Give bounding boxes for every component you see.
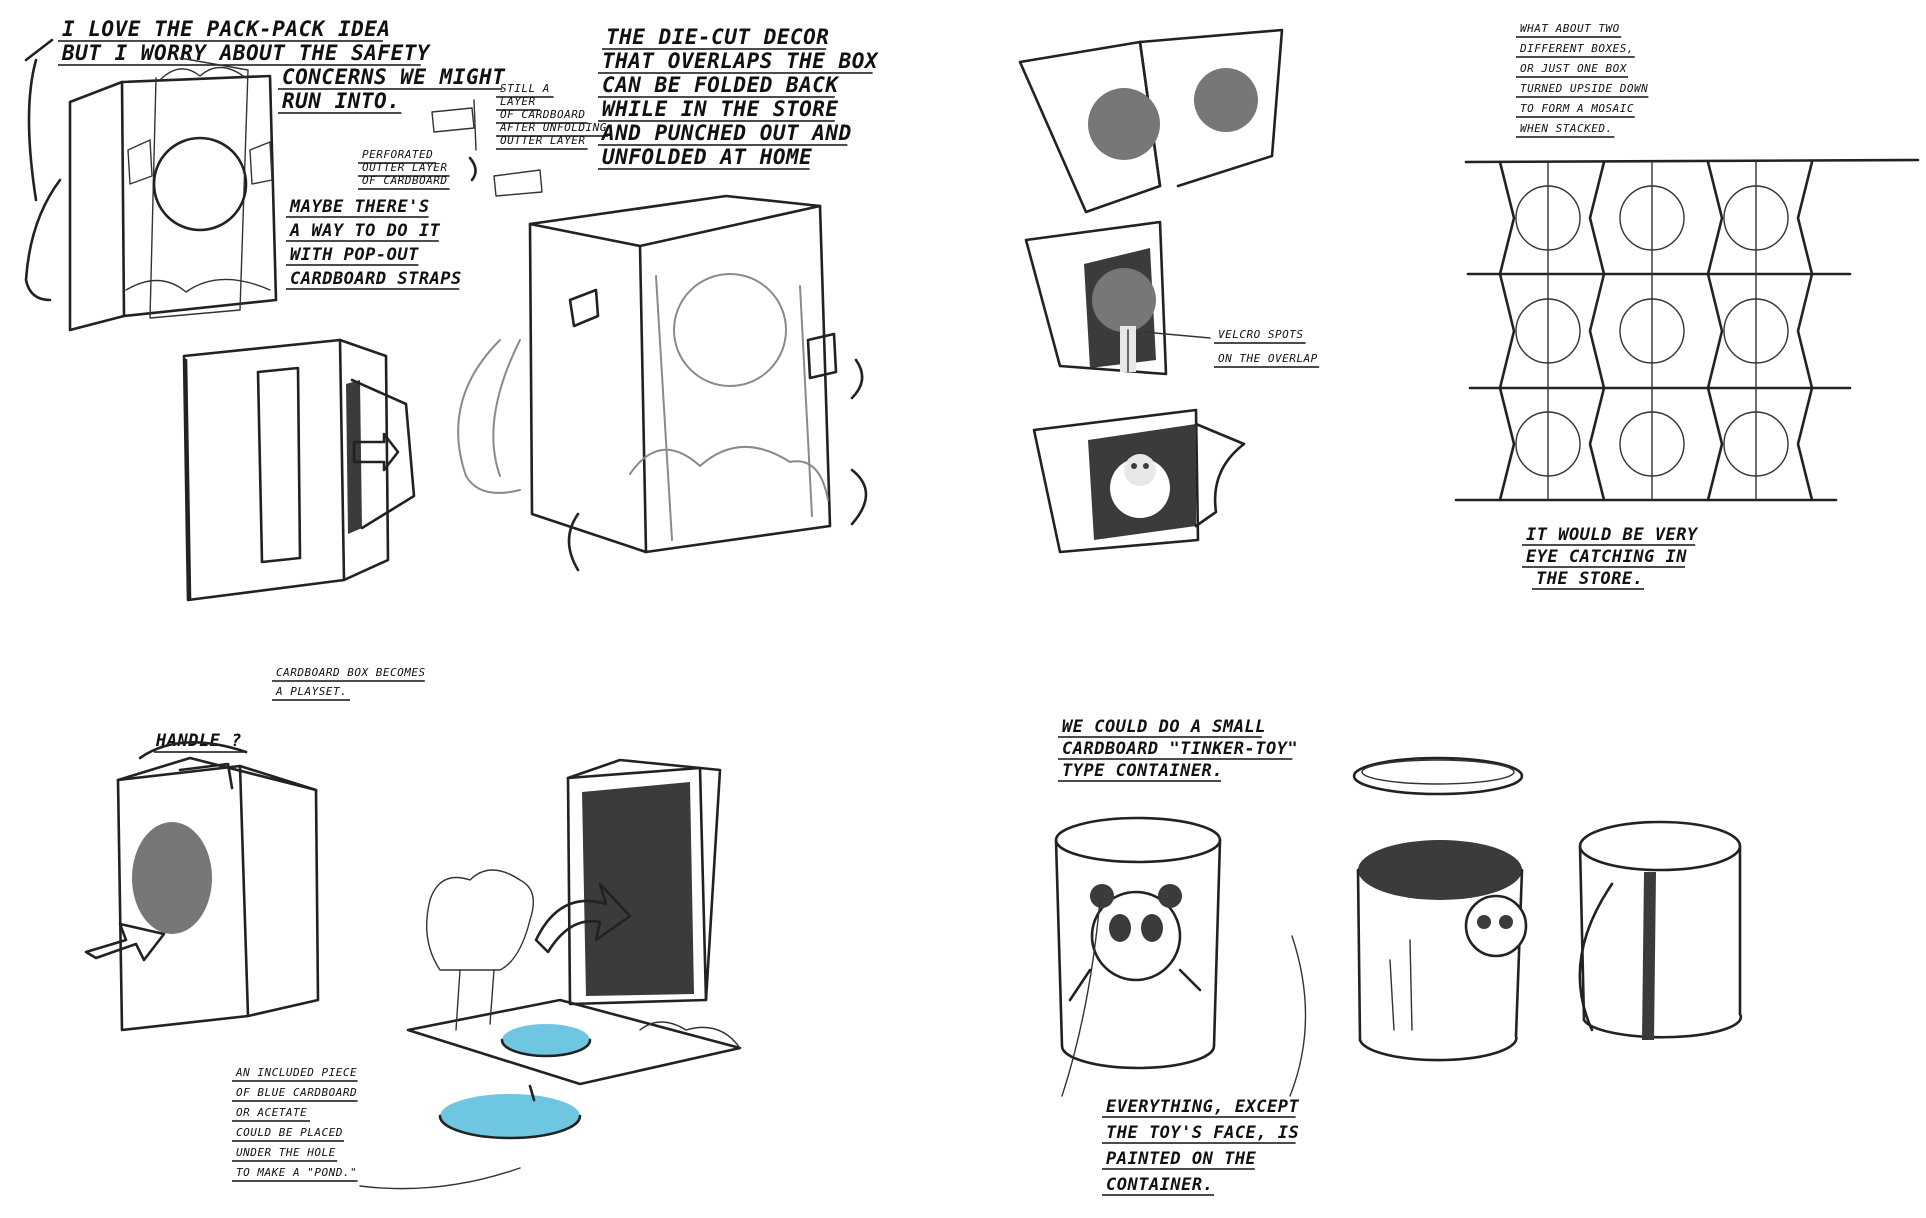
sketch-perforation-detail bbox=[431, 99, 543, 197]
note-line: BUT I WORRY ABOUT THE SAFETY bbox=[61, 41, 431, 65]
note-line: OUTTER LAYER bbox=[500, 134, 585, 147]
sketch-playset bbox=[84, 741, 742, 1190]
note-line: THE TOY'S FACE, IS bbox=[1106, 1123, 1299, 1143]
note-line: TYPE CONTAINER. bbox=[1062, 761, 1223, 781]
note-line: EVERYTHING, EXCEPT bbox=[1106, 1097, 1299, 1117]
note-line: A PLAYSET. bbox=[275, 685, 347, 698]
note-line: THAT OVERLAPS THE BOX bbox=[602, 49, 879, 73]
note-pond: AN INCLUDED PIECE OF BLUE CARDBOARD OR ACE… bbox=[232, 1066, 358, 1182]
note-line: A WAY TO DO IT bbox=[289, 221, 441, 241]
note-line: PAINTED ON THE bbox=[1106, 1149, 1257, 1169]
sketch-velcro-boxes bbox=[1018, 28, 1284, 554]
note-line: WHEN STACKED. bbox=[1520, 122, 1613, 135]
note-line: OF BLUE CARDBOARD bbox=[236, 1086, 357, 1099]
note-line: CONCERNS WE MIGHT bbox=[282, 65, 506, 89]
note-line: COULD BE PLACED bbox=[236, 1126, 343, 1139]
note-line: UNDER THE HOLE bbox=[236, 1146, 336, 1159]
note-two-boxes: WHAT ABOUT TWO DIFFERENT BOXES, OR JUST ON… bbox=[1516, 22, 1649, 138]
note-line: CARDBOARD STRAPS bbox=[290, 269, 462, 289]
note-line: I LOVE THE PACK-PACK IDEA bbox=[62, 17, 391, 41]
note-line: WITH POP-OUT bbox=[290, 245, 419, 265]
note-line: TO MAKE A "POND." bbox=[236, 1166, 357, 1179]
note-line: VELCRO SPOTS bbox=[1218, 328, 1303, 341]
note-line: CAN BE FOLDED BACK bbox=[602, 73, 840, 97]
note-line: THE STORE. bbox=[1536, 569, 1643, 589]
note-line: PERFORATED bbox=[362, 148, 433, 161]
sketch-popout-strap-box bbox=[182, 338, 416, 602]
note-line: DIFFERENT BOXES, bbox=[1519, 42, 1634, 55]
note-painted: EVERYTHING, EXCEPT THE TOY'S FACE, IS PAIN… bbox=[1102, 1097, 1299, 1196]
sketch-mosaic-grid bbox=[1454, 158, 1920, 502]
sketch-die-cut-backpack bbox=[457, 194, 868, 572]
note-line: WHAT ABOUT TWO bbox=[1520, 22, 1620, 35]
note-line: LAYER bbox=[500, 95, 536, 108]
note-line: OR ACETATE bbox=[236, 1106, 307, 1119]
note-line: THE DIE-CUT DECOR bbox=[606, 25, 829, 49]
note-line: OR JUST ONE BOX bbox=[1520, 62, 1628, 75]
note-line: AND PUNCHED OUT AND bbox=[600, 121, 852, 145]
note-line: STILL A bbox=[500, 82, 550, 95]
note-line: UNFOLDED AT HOME bbox=[602, 145, 812, 169]
note-line: AFTER UNFOLDING bbox=[499, 121, 607, 134]
note-pop-out-straps: MAYBE THERE'S A WAY TO DO IT WITH POP-OUT C… bbox=[286, 197, 462, 290]
note-line: RUN INTO. bbox=[282, 89, 400, 113]
note-line: ON THE OVERLAP bbox=[1218, 352, 1318, 365]
note-line: IT WOULD BE VERY bbox=[1526, 525, 1699, 545]
note-line: CARDBOARD "TINKER-TOY" bbox=[1062, 739, 1298, 759]
note-line: MAYBE THERE'S bbox=[289, 197, 430, 217]
sketch-panda-containers bbox=[1054, 756, 1743, 1097]
note-line: WE COULD DO A SMALL bbox=[1062, 717, 1266, 737]
note-line: OF CARDBOARD bbox=[500, 108, 585, 121]
note-line: OUTTER LAYER bbox=[362, 161, 447, 174]
note-playset: CARDBOARD BOX BECOMES A PLAYSET. bbox=[272, 666, 426, 701]
note-line: CARDBOARD BOX BECOMES bbox=[276, 666, 426, 679]
note-line: WHILE IN THE STORE bbox=[602, 97, 839, 121]
sketch-tree-backpack bbox=[24, 38, 278, 332]
note-line: AN INCLUDED PIECE bbox=[235, 1066, 357, 1079]
note-line: OF CARDBOARD bbox=[362, 174, 447, 187]
note-line: TO FORM A MOSAIC bbox=[1520, 102, 1634, 115]
note-velcro: VELCRO SPOTS ON THE OVERLAP bbox=[1214, 328, 1320, 368]
note-line: CONTAINER. bbox=[1106, 1175, 1213, 1195]
note-line: TURNED UPSIDE DOWN bbox=[1520, 82, 1648, 95]
note-line: EYE CATCHING IN bbox=[1526, 547, 1687, 567]
